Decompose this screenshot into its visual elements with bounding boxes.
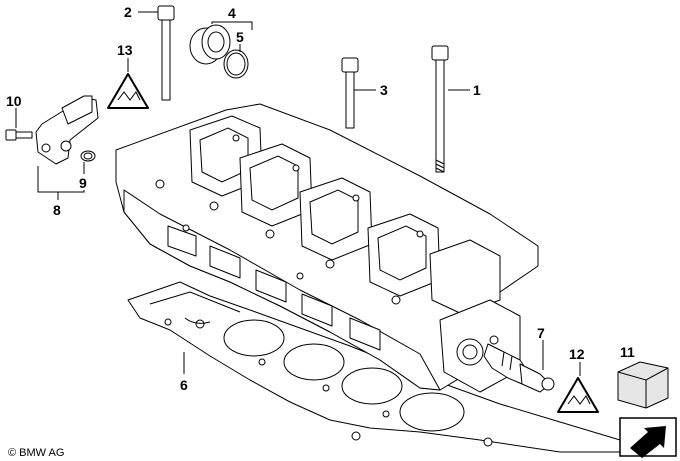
- callout-2[interactable]: 2: [124, 4, 132, 20]
- part-3-bolt[interactable]: [341, 57, 359, 129]
- leader-8: [37, 166, 85, 193]
- part-5-o-ring[interactable]: [223, 49, 249, 79]
- next-page-arrow-icon[interactable]: [619, 417, 677, 458]
- callout-6[interactable]: 6: [180, 377, 188, 393]
- callout-7[interactable]: 7: [537, 325, 545, 341]
- part-13-warning-triangle[interactable]: [107, 73, 149, 109]
- cam-journals: [189, 115, 501, 315]
- copyright-text: © BMW AG: [8, 447, 64, 459]
- callout-8[interactable]: 8: [53, 202, 61, 218]
- part-1-bolt[interactable]: [431, 45, 449, 173]
- cylinder-head[interactable]: [115, 103, 539, 393]
- callout-5[interactable]: 5: [236, 29, 244, 45]
- callout-13[interactable]: 13: [117, 42, 133, 58]
- callout-1[interactable]: 1: [473, 82, 481, 98]
- part-8-camshaft-sensor[interactable]: [35, 95, 99, 165]
- leader-4: [211, 21, 253, 30]
- callout-10[interactable]: 10: [6, 93, 22, 109]
- callout-11[interactable]: 11: [620, 344, 635, 360]
- callout-12[interactable]: 12: [569, 346, 585, 362]
- intake-ports: [167, 225, 381, 351]
- part-10-screw[interactable]: [5, 129, 33, 141]
- callout-3[interactable]: 3: [380, 82, 388, 98]
- part-2-bolt[interactable]: [157, 5, 175, 101]
- callout-9[interactable]: 9: [79, 175, 87, 191]
- part-11-package-box[interactable]: [617, 361, 669, 409]
- part-4-plug[interactable]: [189, 24, 231, 65]
- part-7-sensor[interactable]: [483, 343, 555, 393]
- part-12-warning-triangle[interactable]: [557, 377, 599, 413]
- head-gasket[interactable]: [127, 281, 629, 453]
- callout-4[interactable]: 4: [228, 5, 236, 21]
- part-9-o-ring[interactable]: [80, 150, 96, 162]
